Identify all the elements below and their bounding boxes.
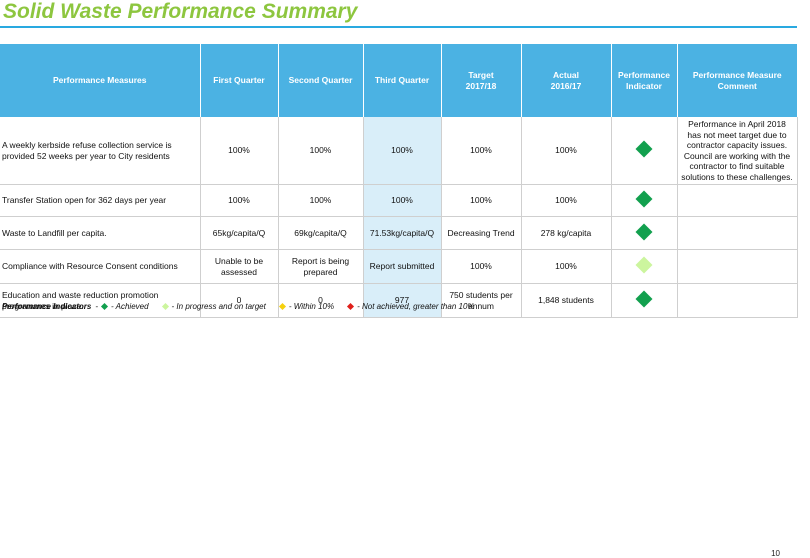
indicator-cell bbox=[611, 117, 678, 185]
q3-cell: 100% bbox=[363, 184, 442, 217]
actual-cell: 278 kg/capita bbox=[521, 216, 612, 250]
comment-cell: Performance in April 2018 has not meet t… bbox=[677, 117, 798, 185]
measure-cell: Transfer Station open for 362 days per y… bbox=[0, 184, 201, 217]
q2-cell: 100% bbox=[278, 184, 364, 217]
q2-cell: 0 bbox=[278, 283, 364, 318]
legend-label: Performance Indicators bbox=[2, 302, 92, 311]
q3-cell: 100% bbox=[363, 117, 442, 185]
table-row: Transfer Station open for 362 days per y… bbox=[0, 184, 798, 217]
target-cell: Decreasing Trend bbox=[441, 216, 522, 250]
actual-cell: 100% bbox=[521, 249, 612, 284]
comment-cell bbox=[677, 216, 798, 250]
legend-not-achieved-icon bbox=[347, 302, 355, 311]
title-divider bbox=[0, 26, 797, 28]
comment-cell bbox=[677, 184, 798, 217]
legend-dash: - bbox=[95, 302, 99, 311]
legend-within-text: - Within 10% bbox=[288, 302, 335, 311]
legend-within-icon bbox=[278, 302, 286, 311]
header-target-label: Target bbox=[468, 69, 494, 80]
performance-indicators-legend: Performance Indicators - - Achieved - In… bbox=[2, 302, 485, 311]
page-title: Solid Waste Performance Summary bbox=[3, 0, 358, 23]
page-number: 10 bbox=[771, 549, 780, 558]
q1-cell: 65kg/capita/Q bbox=[200, 216, 279, 250]
target-cell: 100% bbox=[441, 184, 522, 217]
diamond-in-progress-icon bbox=[635, 256, 653, 274]
q1-cell: 100% bbox=[200, 184, 279, 217]
indicator-cell bbox=[611, 249, 678, 284]
header-measures: Performance Measures bbox=[0, 44, 201, 117]
q1-cell: Unable to be assessed bbox=[200, 249, 279, 284]
q2-cell: 100% bbox=[278, 117, 364, 185]
diamond-achieved-icon bbox=[635, 140, 653, 158]
performance-table: Performance Measures First Quarter Secon… bbox=[0, 44, 798, 318]
actual-cell: 100% bbox=[521, 117, 612, 185]
measure-cell: Compliance with Resource Consent conditi… bbox=[0, 249, 201, 284]
q3-cell: Report submitted bbox=[363, 249, 442, 284]
q3-cell: 71.53kg/capita/Q bbox=[363, 216, 442, 250]
q2-cell: Report is being prepared bbox=[278, 249, 364, 284]
measure-cell: Education and waste reduction promotion … bbox=[0, 283, 201, 318]
diamond-achieved-icon bbox=[635, 190, 653, 208]
measure-cell: Waste to Landfill per capita. bbox=[0, 216, 201, 250]
header-indicator-l2: Indicator bbox=[626, 80, 662, 91]
q1-cell: 100% bbox=[200, 117, 279, 185]
header-comment-l1: Performance Measure bbox=[692, 69, 782, 80]
target-cell: 100% bbox=[441, 249, 522, 284]
header-actual-year: 2016/17 bbox=[550, 80, 582, 91]
table-header-row: Performance Measures First Quarter Secon… bbox=[0, 44, 797, 117]
table-row: A weekly kerbside refuse collection serv… bbox=[0, 117, 798, 185]
indicator-cell bbox=[611, 216, 678, 250]
header-actual-label: Actual bbox=[553, 69, 579, 80]
measure-cell: A weekly kerbside refuse collection serv… bbox=[0, 117, 201, 185]
legend-not-achieved-text: - Not achieved, greater than 10% bbox=[357, 302, 475, 311]
indicator-cell bbox=[611, 283, 678, 318]
header-third-quarter: Third Quarter bbox=[363, 44, 442, 117]
comment-cell bbox=[677, 249, 798, 284]
legend-achieved-icon bbox=[101, 302, 109, 311]
diamond-achieved-icon bbox=[635, 290, 653, 308]
header-second-quarter: Second Quarter bbox=[278, 44, 364, 117]
indicator-cell bbox=[611, 184, 678, 217]
table-row: Education and waste reduction promotion … bbox=[0, 283, 798, 318]
target-cell: 100% bbox=[441, 117, 522, 185]
table-row: Waste to Landfill per capita. 65kg/capit… bbox=[0, 216, 798, 250]
header-first-quarter: First Quarter bbox=[200, 44, 279, 117]
target-cell: 750 students per annum bbox=[441, 283, 522, 318]
header-target-year: 2017/18 bbox=[465, 80, 497, 91]
legend-in-progress-icon bbox=[161, 302, 169, 311]
actual-cell: 1,848 students bbox=[521, 283, 612, 318]
legend-in-progress-text: - In progress and on target bbox=[171, 302, 266, 311]
diamond-achieved-icon bbox=[635, 223, 653, 241]
legend-achieved-text: - Achieved bbox=[111, 302, 149, 311]
header-indicator-l1: Performance bbox=[618, 69, 670, 80]
q2-cell: 69kg/capita/Q bbox=[278, 216, 364, 250]
table-row: Compliance with Resource Consent conditi… bbox=[0, 249, 798, 284]
header-comment-l2: Comment bbox=[717, 80, 757, 91]
q1-cell: 0 bbox=[200, 283, 279, 318]
actual-cell: 100% bbox=[521, 184, 612, 217]
q3-cell: 977 bbox=[363, 283, 442, 318]
comment-cell bbox=[677, 283, 798, 318]
